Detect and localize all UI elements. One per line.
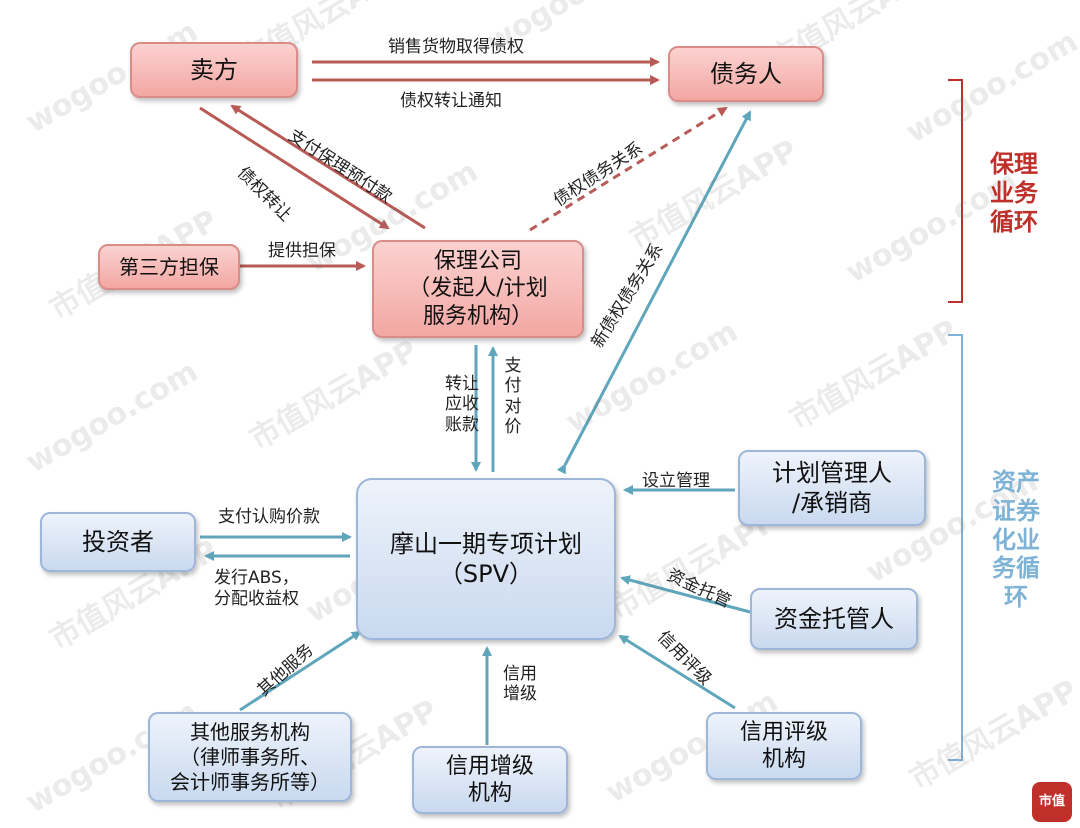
label-pay-subscription: 支付认购价款 — [218, 507, 320, 527]
node-custodian-label: 资金托管人 — [774, 605, 894, 633]
node-factoring-company: 保理公司 （发起人/计划 服务机构） — [372, 240, 584, 338]
node-factoring-company-label: 保理公司 （发起人/计划 服务机构） — [408, 248, 548, 329]
node-rating-agency: 信用评级 机构 — [706, 712, 862, 780]
node-credit-enhancement: 信用增级 机构 — [412, 746, 568, 814]
edge-other-services — [239, 630, 362, 712]
node-seller-label: 卖方 — [190, 56, 238, 84]
node-spv-label: 摩山一期专项计划 （SPV） — [390, 530, 582, 588]
node-other-services: 其他服务机构 （律师事务所、 会计师事务所等） — [148, 712, 352, 802]
edge-transfer-claim — [199, 106, 390, 230]
label-transfer-notice: 债权转让通知 — [400, 91, 502, 111]
bracket-factoring — [948, 79, 963, 303]
node-plan-manager-label: 计划管理人 /承销商 — [772, 459, 892, 517]
node-seller: 卖方 — [130, 42, 298, 98]
factoring-cycle-label: 保理业务循环 — [990, 150, 1038, 236]
node-other-services-label: 其他服务机构 （律师事务所、 会计师事务所等） — [170, 719, 330, 794]
label-provide-guarantee: 提供担保 — [268, 241, 336, 261]
node-debtor: 债务人 — [668, 46, 824, 102]
label-credit-enhancement: 信用增级 — [503, 664, 537, 705]
node-debtor-label: 债务人 — [710, 60, 782, 88]
node-plan-manager: 计划管理人 /承销商 — [738, 450, 926, 526]
label-setup-manage: 设立管理 — [642, 471, 710, 491]
node-rating-agency-label: 信用评级 机构 — [739, 719, 828, 773]
node-spv: 摩山一期专项计划 （SPV） — [356, 478, 616, 640]
label-sell-goods: 销售货物取得债权 — [388, 37, 524, 57]
edge-new-debt-relation — [556, 110, 752, 475]
node-investor: 投资者 — [40, 512, 196, 572]
node-investor-label: 投资者 — [82, 528, 154, 556]
abs-cycle-label: 资产证券化业务循环 — [992, 468, 1040, 612]
node-third-party-label: 第三方担保 — [119, 254, 219, 279]
label-pay-consideration: 支付对价 — [504, 356, 522, 438]
node-custodian: 资金托管人 — [750, 588, 918, 650]
edge-credit-rating — [618, 634, 736, 710]
corner-logo: 市值 — [1032, 782, 1072, 822]
label-issue-abs: 发行ABS， 分配收益权 — [214, 568, 299, 610]
bracket-abs — [948, 334, 963, 761]
label-transfer-receivables: 转让应收账款 — [445, 374, 479, 435]
node-third-party: 第三方担保 — [98, 244, 240, 290]
node-credit-enhancement-label: 信用增级 机构 — [445, 753, 534, 807]
edge-fund-custody — [620, 575, 751, 614]
edge-pay-advance — [230, 104, 426, 230]
